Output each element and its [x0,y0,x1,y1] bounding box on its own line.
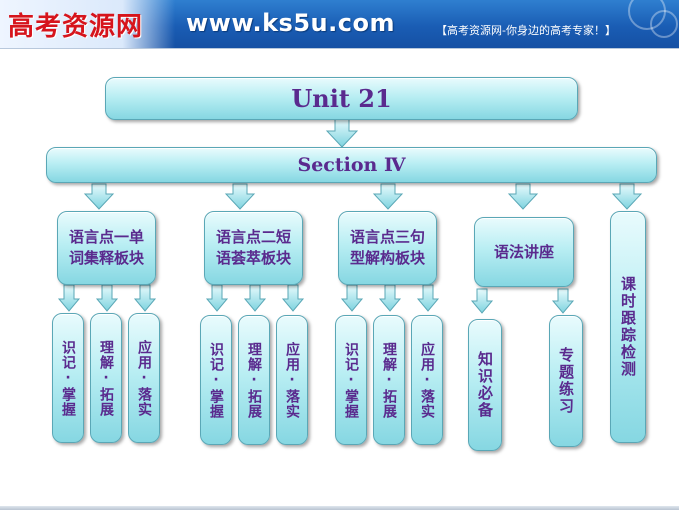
leaf-box[interactable]: 理解·拓展 [238,315,270,445]
leaf-label: 理解·拓展 [246,341,262,419]
leaf-box[interactable]: 应用·落实 [411,315,443,445]
leaf-box[interactable]: 识记·掌握 [200,315,232,445]
arrow-to-cat5 [611,183,643,210]
unit-title: Unit 21 [291,84,392,113]
leaf-box[interactable]: 应用·落实 [276,315,308,445]
leaf-box[interactable]: 应用·落实 [128,313,160,443]
leaf-label: 理解·拓展 [98,339,114,417]
leaf-box[interactable]: 理解·拓展 [373,315,405,445]
site-logo[interactable]: 高考资源网 [8,12,144,42]
category-box-phrases[interactable]: 语言点二短语荟萃板块 [204,211,303,285]
category-box-sentences[interactable]: 语言点三句型解构板块 [338,211,437,285]
category-label: 语言点一单词集释板块 [68,228,144,267]
leaf-label: 应用·落实 [136,339,152,417]
site-url[interactable]: www.ks5u.com [186,9,395,37]
leaf-label: 识记·掌握 [60,339,76,417]
category-label: 语言点二短语荟萃板块 [215,228,291,267]
leaf-box[interactable]: 知识必备 [468,319,502,451]
leaf-box[interactable]: 专题练习 [549,315,583,447]
slide-canvas: Unit 21 Section Ⅳ 语言点一单词集释板块 语言点二短语荟萃板块 … [0,48,679,510]
leaf-box[interactable]: 理解·拓展 [90,313,122,443]
arrow-to-cat2 [224,183,256,210]
category-box-vocabulary[interactable]: 语言点一单词集释板块 [57,211,156,285]
banner-decoration [650,10,678,38]
site-slogan: 【高考资源网-你身边的高考专家！】 [436,24,616,37]
header-banner: 高考资源网 www.ks5u.com 【高考资源网-你身边的高考专家！】 [0,0,679,48]
slide-bottom-edge [0,506,679,510]
leaf-label: 应用·落实 [419,341,435,419]
leaf-label: 识记·掌握 [343,341,359,419]
category-box-exercises[interactable]: 课时跟踪检测 [610,211,646,443]
category-box-grammar[interactable]: 语法讲座 [474,217,574,287]
leaf-label: 知识必备 [476,351,494,419]
arrow-to-cat4 [507,183,539,210]
leaf-box[interactable]: 识记·掌握 [335,315,367,445]
leaf-label: 专题练习 [557,347,575,415]
arrow-to-cat3 [372,183,404,210]
arrow-to-cat1 [83,183,115,210]
category-label: 语言点三句型解构板块 [349,228,425,267]
section-box[interactable]: Section Ⅳ [46,147,657,183]
category-label: 语法讲座 [493,242,554,261]
section-title: Section Ⅳ [297,154,406,176]
connector-arrows [57,118,643,314]
leaf-label: 理解·拓展 [381,341,397,419]
arrow-title-section [325,118,359,148]
leaf-label: 识记·掌握 [208,341,224,419]
leaf-label: 应用·落实 [284,341,300,419]
banner-glow [0,0,175,48]
category-label: 课时跟踪检测 [619,276,637,378]
leaf-box[interactable]: 识记·掌握 [52,313,84,443]
unit-title-box[interactable]: Unit 21 [105,77,578,120]
